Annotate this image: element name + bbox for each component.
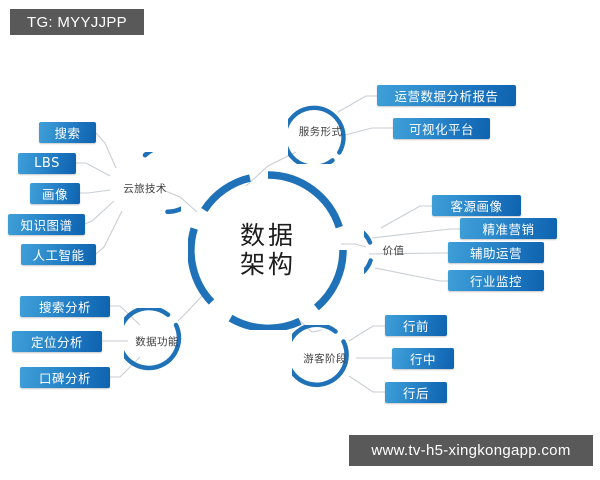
node-label: 画像 (41, 187, 68, 202)
hub-label-line1: 数据 (239, 221, 296, 250)
node-label: LBS (34, 156, 60, 171)
node-chip-fuzhu-yunying[interactable]: 辅助运营 (448, 242, 544, 263)
hub-label-line2: 架构 (239, 250, 296, 279)
node-label: 人工智能 (32, 248, 85, 263)
branch-label-cloud-travel-tech: 云旅技术 (123, 182, 167, 195)
hub-label: 数据 架构 (240, 221, 296, 279)
branch-label-tourist-stage: 游客阶段 (303, 352, 347, 365)
node-label: 运营数据分析报告 (394, 89, 499, 104)
node-chip-keyuan-huaxiang[interactable]: 客源画像 (432, 195, 521, 216)
node-label: 行后 (402, 386, 429, 401)
node-chip-zhishitupu[interactable]: 知识图谱 (8, 214, 85, 235)
branch-ring-tourist-stage[interactable]: 游客阶段 (292, 325, 358, 391)
node-chip-sousuo-fenxi[interactable]: 搜索分析 (20, 296, 110, 317)
watermark-top-text: TG: MYYJJPP (27, 13, 127, 31)
node-label: 行前 (402, 319, 429, 334)
branch-ring-data-function[interactable]: 数据功能 (124, 308, 190, 374)
node-chip-keshihua-pingtai[interactable]: 可视化平台 (393, 118, 490, 139)
node-label: 行中 (409, 352, 436, 367)
node-chip-sousuo[interactable]: 搜索 (39, 122, 96, 143)
node-chip-rengongzhineng[interactable]: 人工智能 (21, 244, 96, 265)
node-chip-yunying-baogao[interactable]: 运营数据分析报告 (377, 85, 516, 106)
branch-label-value: 价值 (382, 245, 405, 257)
node-label: 定位分析 (30, 335, 83, 350)
node-label: 搜索 (54, 126, 81, 141)
branch-ring-value[interactable]: 价值 (364, 221, 423, 280)
node-chip-jingzhun-yingxiao[interactable]: 精准营销 (460, 218, 557, 239)
branch-ring-service-form[interactable]: 服务形式 (288, 99, 353, 164)
watermark-bottom-text: www.tv-h5-xingkongapp.com (371, 442, 571, 459)
branch-label-service-form: 服务形式 (298, 126, 343, 138)
node-label: 客源画像 (450, 199, 503, 214)
watermark-top-left: TG: MYYJJPP (10, 9, 144, 35)
node-chip-dingwei-fenxi[interactable]: 定位分析 (12, 331, 102, 352)
node-label: 可视化平台 (408, 122, 474, 137)
node-label: 辅助运营 (469, 246, 522, 261)
node-chip-koubei-fenxi[interactable]: 口碑分析 (20, 367, 110, 388)
branch-label-data-function: 数据功能 (135, 335, 179, 348)
node-label: 口碑分析 (38, 371, 91, 386)
node-label: 知识图谱 (20, 218, 73, 233)
node-chip-xingzhong[interactable]: 行中 (392, 348, 454, 369)
node-chip-xingqian[interactable]: 行前 (385, 315, 447, 336)
node-label: 精准营销 (482, 222, 535, 237)
node-label: 行业监控 (469, 274, 522, 289)
watermark-bottom-right: www.tv-h5-xingkongapp.com (349, 435, 593, 466)
node-label: 搜索分析 (38, 300, 91, 315)
node-chip-lbs[interactable]: LBS (18, 153, 76, 174)
center-hub: 数据 架构 (188, 170, 348, 330)
node-chip-huaxiang[interactable]: 画像 (30, 183, 80, 204)
node-chip-xinghou[interactable]: 行后 (385, 382, 447, 403)
branch-ring-cloud-travel-tech[interactable]: 云旅技术 (109, 152, 181, 224)
node-chip-hangye-jiankong[interactable]: 行业监控 (448, 270, 544, 291)
